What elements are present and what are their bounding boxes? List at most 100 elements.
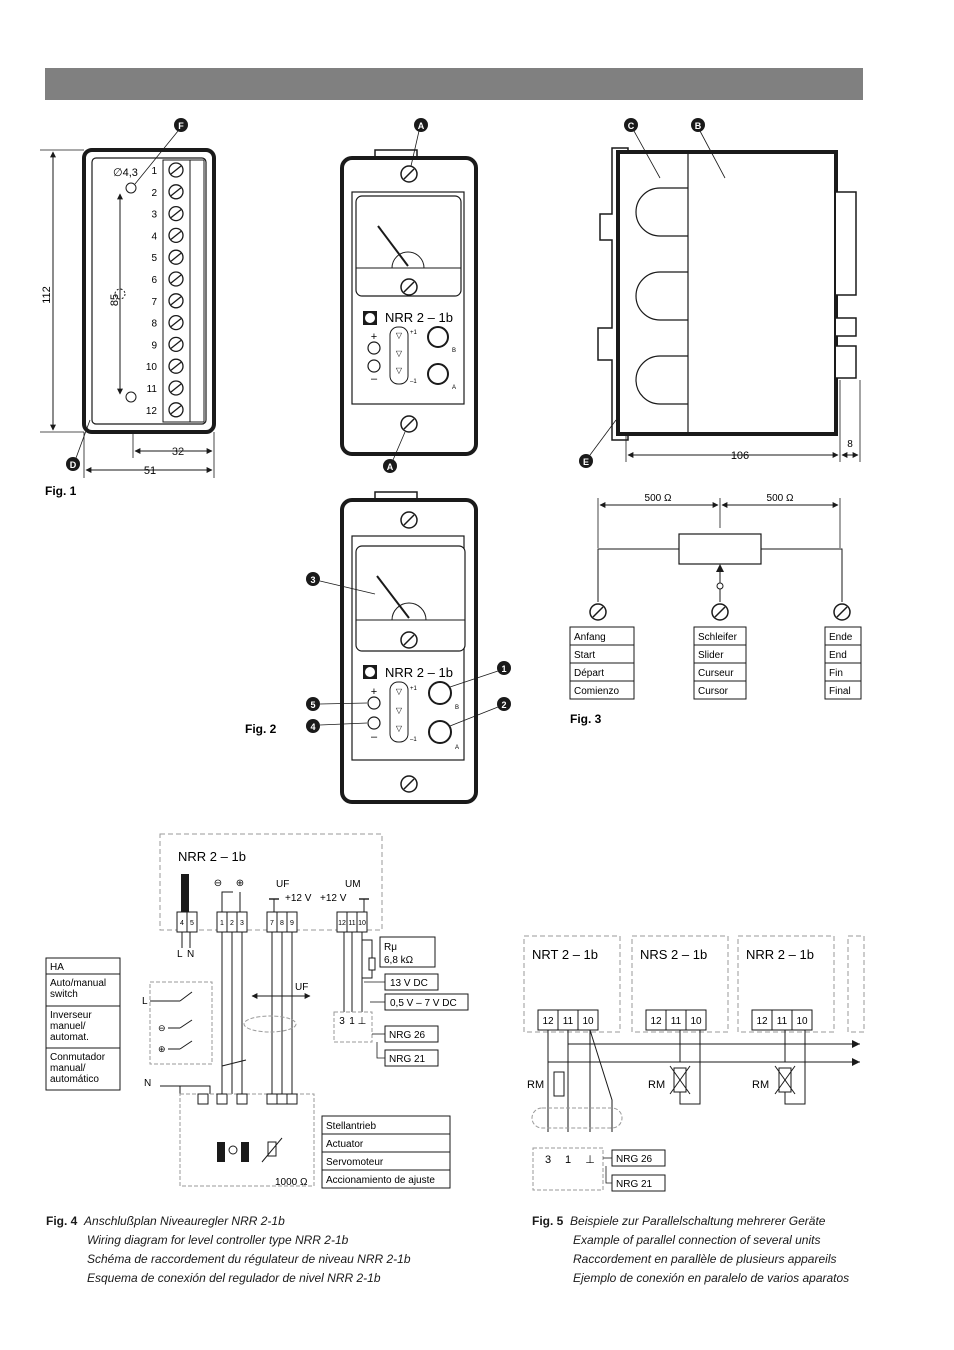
fig5-unit-frame: [737, 935, 835, 1033]
fig3-label: Fig. 3: [570, 712, 602, 726]
front-top-plus: +: [371, 331, 377, 343]
fig5-terminal-box: [685, 1009, 707, 1031]
fig1-terminal-slot: [170, 318, 182, 328]
fig4-n2: N: [144, 1078, 151, 1089]
fig5-nrg21: NRG 21: [616, 1179, 653, 1190]
fig3-table-text: Schleifer: [698, 632, 738, 643]
fig4-terminal-number: 7: [270, 920, 274, 927]
fig5-label: Fig. 5: [532, 1214, 564, 1228]
fig3-table-text: Start: [574, 650, 595, 661]
front-top-model: NRR 2 – 1b: [385, 310, 453, 325]
fig4-electrode-1: 1: [349, 1016, 355, 1027]
fig2-model: NRR 2 – 1b: [385, 665, 453, 680]
fig4-nrg21: NRG 21: [389, 1054, 426, 1065]
fig4-l: L: [177, 949, 183, 960]
fig1-terminal-slot: [170, 209, 182, 219]
fig4-terminal-number: 8: [280, 920, 284, 927]
fig5-terminal-number: 12: [650, 1016, 662, 1027]
fig5-electrode-gnd: ⊥: [585, 1154, 595, 1166]
front-top-knob-b: B: [452, 348, 456, 354]
fig4-v05: 0,5 V – 7 V DC: [390, 998, 457, 1009]
side-callout-c: C: [628, 121, 635, 131]
fig4-actuator-text: Accionamiento de ajuste: [326, 1175, 435, 1186]
svg-text:▽: ▽: [396, 687, 403, 696]
fig4-uf: UF: [276, 879, 289, 890]
fig5-electrode-1: 1: [565, 1154, 571, 1166]
fig2-scale-bottom: –1: [410, 737, 417, 743]
fig3-table-text: Fin: [829, 668, 843, 679]
fig5-caption: Fig. 5 Beispiele zur Parallelschaltung m…: [532, 1212, 849, 1288]
fig4-uf2: UF: [295, 982, 308, 993]
fig4-terminal-number: 11: [348, 920, 355, 927]
svg-text:▽: ▽: [396, 349, 403, 358]
fig4-actuator-text: Actuator: [326, 1139, 364, 1150]
fig1-terminal-number: 6: [151, 275, 157, 286]
fig5-terminal-number: 11: [671, 1016, 682, 1027]
fig5-terminal-number: 10: [582, 1016, 594, 1027]
fig5-unit-name: NRR 2 – 1b: [746, 947, 814, 962]
fig2-minus: –: [371, 731, 378, 743]
fig3-table-text: Slider: [698, 650, 724, 661]
fig1-terminal-slot: [170, 165, 182, 175]
fig3-table-text: Départ: [574, 668, 604, 679]
fig1-terminal-number: 8: [151, 319, 157, 330]
fig2-callout-2: 2: [501, 700, 506, 710]
fig4-minus: ⊖: [214, 878, 222, 889]
fig4-electrode-3: 3: [339, 1016, 345, 1027]
fig1-terminal-number: 11: [147, 384, 158, 395]
fig5-terminal-number: 12: [542, 1016, 554, 1027]
fig4-terminal-number: 4: [180, 920, 184, 927]
front-top-callout-a2: A: [387, 462, 394, 472]
fig3-left-res: 500 Ω: [645, 493, 672, 504]
fig5-terminal-number: 10: [690, 1016, 702, 1027]
fig5-rm-2: RM: [648, 1079, 665, 1091]
fig3-table-text: Curseur: [698, 668, 734, 679]
fig4-label: Fig. 4: [46, 1214, 78, 1228]
fig4-caption-es: Esquema de conexión del regulador de niv…: [87, 1271, 381, 1285]
fig1-terminal-number: 4: [151, 231, 157, 242]
fig5-terminal-number: 11: [777, 1016, 788, 1027]
fig5-caption-es: Ejemplo de conexión en paralelo de vario…: [573, 1271, 850, 1285]
fig1-terminal-slot: [170, 405, 182, 415]
fig3-table-text: Final: [829, 686, 851, 697]
side-callout-b: B: [695, 121, 702, 131]
fig2-knob-b: B: [455, 705, 459, 711]
side-callout-e: E: [583, 457, 589, 467]
fig4-terminal-number: 5: [190, 920, 194, 927]
fig4-n: N: [187, 949, 194, 960]
front-view-top: NRR 2 – 1b + – ▽ ▽ ▽ +1 –1 B A A A: [340, 118, 478, 473]
fig2-scale-top: +1: [410, 686, 418, 692]
svg-text:▽: ▽: [396, 706, 403, 715]
fig1-dim-width-inner: 32: [172, 446, 184, 458]
fig1-terminal-slot: [170, 252, 182, 262]
fig4-pot: 1000 Ω: [275, 1177, 308, 1188]
fig4-terminal-number: 10: [358, 920, 366, 927]
fig5-terminal-number: 12: [756, 1016, 768, 1027]
fig5-unit-name: NRS 2 – 1b: [640, 947, 707, 962]
fig4-rmu-val: 6,8 kΩ: [384, 955, 414, 966]
fig5-caption-en: Example of parallel connection of severa…: [573, 1233, 821, 1247]
fig5-terminal-number: 10: [796, 1016, 808, 1027]
front-top-callout-a1: A: [418, 121, 425, 131]
fig1-terminal-number: 12: [146, 406, 158, 417]
fig3-table-text: Ende: [829, 632, 853, 643]
fig4-actuator-text: Stellantrieb: [326, 1121, 376, 1132]
fig4-actuator-text: Servomoteur: [326, 1157, 384, 1168]
fig2-callout-5: 5: [310, 700, 315, 710]
fig1-terminal-number: 10: [146, 362, 158, 373]
fig4-caption: Fig. 4 Anschlußplan Niveauregler NRR 2-1…: [46, 1212, 411, 1288]
fig3-table-cell: [569, 680, 635, 700]
fig4-caption-de: Anschlußplan Niveauregler NRR 2-1b: [84, 1214, 285, 1228]
fig4-terminal-box: [186, 911, 198, 933]
svg-text:⊖: ⊖: [158, 1023, 166, 1033]
fig5-nrg26: NRG 26: [616, 1154, 653, 1165]
fig2-callout-4: 4: [310, 722, 315, 732]
fig2-label: Fig. 2: [245, 722, 277, 736]
fig1-terminal-number: 2: [151, 188, 157, 199]
side-dim-extra: 8: [847, 439, 853, 450]
fig1-terminal-slot: [170, 296, 182, 306]
